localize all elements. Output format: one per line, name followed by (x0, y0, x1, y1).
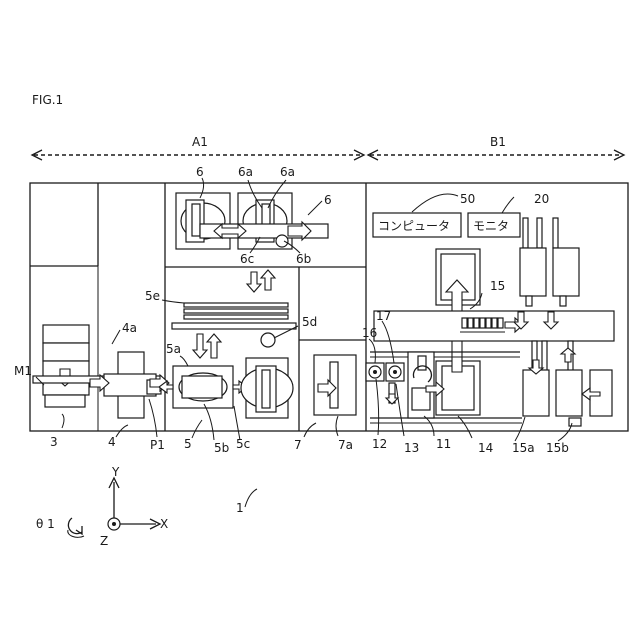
label-20: 20 (534, 192, 549, 206)
axis-z-label: Z (100, 534, 108, 548)
monitor-label: モニタ (473, 219, 509, 233)
label-3: 3 (50, 435, 58, 449)
label-6b: 6b (296, 252, 311, 266)
figure-title: FIG.1 (32, 93, 63, 107)
label-7: 7 (294, 438, 302, 452)
label-p1: P1 (150, 438, 165, 452)
label-7a: 7a (338, 438, 353, 452)
label-12: 12 (372, 437, 387, 451)
region-b1-dimension (368, 150, 624, 160)
label-11: 11 (436, 437, 451, 451)
label-14: 14 (478, 441, 493, 455)
axis-x-label: X (160, 517, 168, 531)
label-17: 17 (376, 309, 391, 323)
label-4: 4 (108, 435, 116, 449)
label-15b: 15b (546, 441, 569, 455)
stage-15 (374, 311, 614, 341)
label-6-left: 6 (196, 165, 204, 179)
unit-6-robots (176, 193, 328, 292)
label-15a: 15a (512, 441, 535, 455)
axis-y-label: Y (111, 465, 120, 479)
label-4a: 4a (122, 321, 137, 335)
label-5c: 5c (236, 437, 250, 451)
region-a1-label: A1 (192, 135, 208, 149)
region-b1-label: B1 (490, 135, 506, 149)
label-5: 5 (184, 437, 192, 451)
label-m1: M1 (14, 364, 32, 378)
label-6a-right: 6a (280, 165, 295, 179)
label-5a: 5a (166, 342, 181, 356)
label-6-right: 6 (324, 193, 332, 207)
label-5b: 5b (214, 441, 229, 455)
label-6a-left: 6a (238, 165, 253, 179)
unit-7 (314, 355, 356, 415)
unit-5-buffer-shelves (172, 303, 296, 358)
unit-3-cassette (43, 325, 89, 407)
label-1: 1 (236, 501, 244, 515)
label-13: 13 (404, 441, 419, 455)
label-15: 15 (490, 279, 505, 293)
label-6c: 6c (240, 252, 254, 266)
coordinate-axes (108, 478, 160, 530)
unit-5-aligner (159, 358, 293, 418)
theta-rotation-icon (68, 518, 84, 537)
region-a1-dimension (32, 150, 364, 160)
label-5e: 5e (145, 289, 160, 303)
label-50: 50 (460, 192, 475, 206)
label-5d: 5d (302, 315, 317, 329)
computer-label: コンピュータ (378, 219, 450, 233)
label-16: 16 (362, 326, 377, 340)
theta-label: θ 1 (36, 517, 55, 531)
